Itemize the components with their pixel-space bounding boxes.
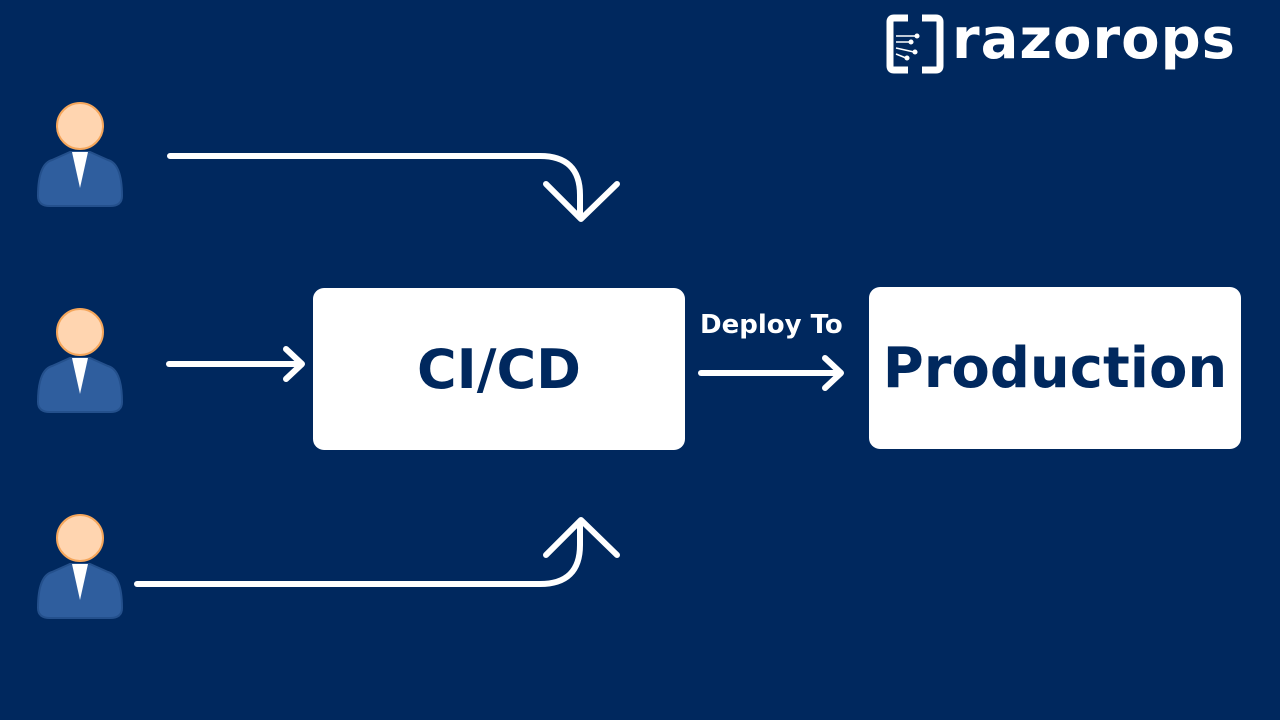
arrow-bottom-to-cicd <box>134 517 620 587</box>
arrow-top-to-cicd <box>167 153 620 222</box>
arrow-deploy <box>698 355 844 391</box>
developer-icon-1 <box>37 102 123 207</box>
razorops-logo: razorops <box>886 7 1236 74</box>
logo-bracket-icon <box>886 14 944 74</box>
arrow-middle-to-cicd <box>166 346 305 382</box>
cicd-label: CI/CD <box>417 337 581 401</box>
production-box: Production <box>869 287 1241 449</box>
developer-icon-2 <box>37 308 123 413</box>
cicd-box: CI/CD <box>313 288 685 450</box>
deploy-to-label: Deploy To <box>700 310 843 340</box>
logo-text: razorops <box>952 7 1236 72</box>
developer-icon-3 <box>37 514 123 619</box>
production-label: Production <box>882 335 1228 401</box>
